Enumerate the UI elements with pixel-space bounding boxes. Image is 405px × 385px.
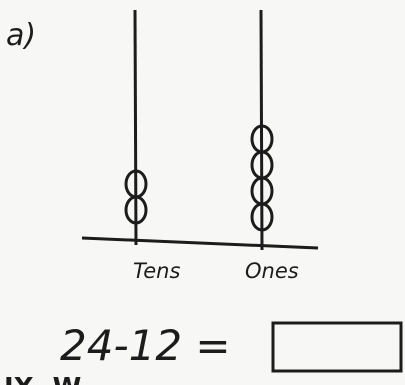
equation-text: 24-12 = <box>60 321 231 370</box>
tens-label: Tens <box>133 259 180 283</box>
ones-beads <box>250 124 274 232</box>
tens-rod-line <box>133 9 138 246</box>
tens-rod: Tens <box>124 9 180 283</box>
abacus-bead <box>250 124 274 154</box>
abacus: Tens Ones <box>81 9 319 283</box>
cut-off-text: IX. W <box>4 373 81 385</box>
abacus-base <box>81 236 319 250</box>
tens-beads <box>124 169 148 225</box>
answer-box[interactable] <box>271 321 403 373</box>
ones-rod-line <box>259 9 264 251</box>
ones-rod: Ones <box>245 9 299 283</box>
abacus-bead <box>124 169 148 199</box>
question-label: a) <box>6 18 36 53</box>
ones-label: Ones <box>245 259 299 283</box>
